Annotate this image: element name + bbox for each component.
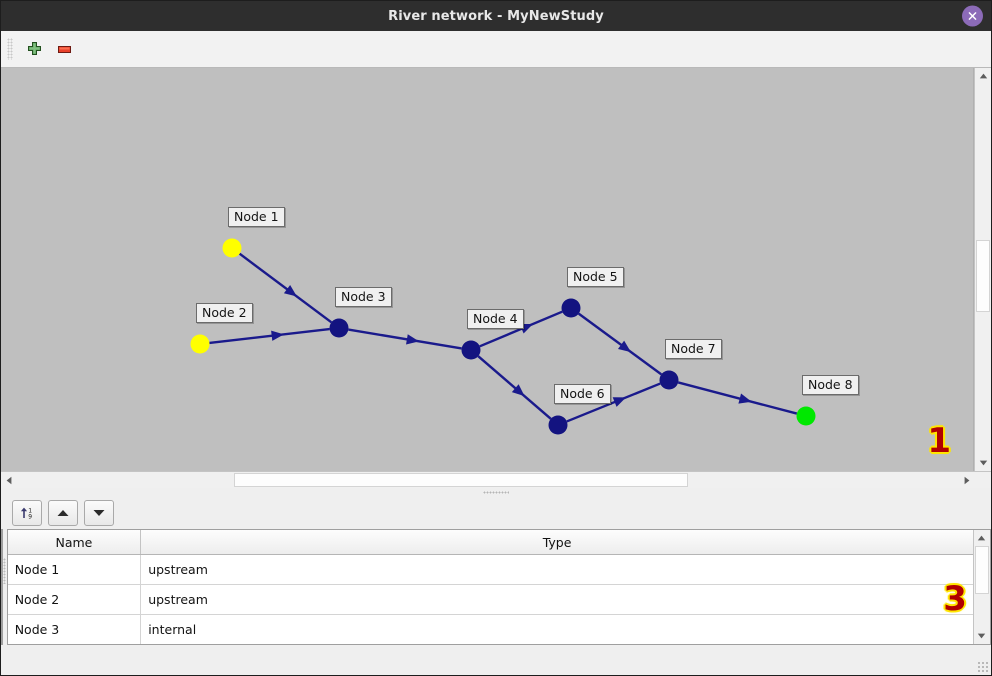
graph-edge-arrow [617,340,631,353]
graph-edge-arrow [612,397,627,407]
triangle-down-icon [93,509,105,516]
graph-edge[interactable] [477,355,552,420]
network-graph-canvas[interactable]: Node 1 Node 2 Node 3 Node 4 Node 5 Node 6 Node… [1,68,974,471]
horizontal-splitter-handle[interactable] [1,496,7,645]
vertical-splitter-handle[interactable] [1,488,991,496]
tables-area: 1 9 NameNode1Node2 [1,496,991,645]
scroll-down-icon[interactable] [975,455,991,471]
graph-node-node-8[interactable] [796,406,816,426]
graph-edge[interactable] [566,382,661,423]
graph-node-node-5[interactable] [561,298,581,318]
toolbar-drag-handle[interactable] [7,38,13,60]
graph-node-label-node-7[interactable]: Node 7 [665,339,722,360]
nodes-vscroll-thumb[interactable] [974,546,989,594]
graph-node-node-1[interactable] [222,238,242,258]
graph-hscroll-thumb[interactable] [233,473,688,487]
nodes-column-header[interactable]: Name [7,530,142,555]
nodes-toolbar: 1 9 [6,496,991,529]
scroll-up-icon[interactable] [975,68,991,84]
scroll-right-icon[interactable] [959,472,975,488]
graph-node-node-3[interactable] [329,318,349,338]
nodes-scroll-up-icon[interactable] [973,530,990,546]
minus-icon [57,45,71,53]
close-icon[interactable] [962,5,983,27]
graph-node-node-4[interactable] [461,340,481,360]
graph-view-area: Node 1 Node 2 Node 3 Node 4 Node 5 Node 6 Node… [1,68,991,471]
graph-edge[interactable] [348,328,462,350]
nodes-vscroll-track[interactable] [973,546,990,628]
window-resize-grip[interactable] [977,661,988,672]
table-cell[interactable]: internal [140,614,973,644]
graph-node-label-node-6[interactable]: Node 6 [554,384,611,405]
pane-splitter-grip-dots [2,557,6,584]
svg-text:1: 1 [28,507,32,514]
reaches-vertical-scrollbar[interactable] [2,530,3,644]
graph-edge-arrow [511,384,525,397]
remove-element-button[interactable] [49,35,79,63]
svg-text:9: 9 [28,513,32,520]
network-graph-svg [190,238,816,435]
graph-node-node-7[interactable] [659,370,679,390]
graph-node-node-6[interactable] [548,415,568,435]
annotation-marker-1: 1 [927,421,951,461]
table-cell[interactable]: upstream [140,554,973,585]
nodes-sort-button[interactable]: 1 9 [11,499,42,526]
scrollbar-corner [975,472,991,488]
table-cell[interactable]: Node 1 [7,554,142,585]
nodes-move-down-button[interactable] [83,499,114,526]
main-toolbar [1,31,991,68]
graph-node-label-node-3[interactable]: Node 3 [335,287,392,308]
add-element-button[interactable] [19,35,49,63]
triangle-up-icon [57,509,69,516]
graph-node-label-node-8[interactable]: Node 8 [802,375,859,396]
graph-vscroll-track[interactable] [975,84,991,455]
splitter-grip-dots [483,490,509,494]
sort-ascending-icon: 1 9 [20,507,32,520]
table-cell[interactable]: Node 2 [7,584,142,615]
graph-edge[interactable] [209,327,330,345]
graph-edge[interactable] [238,252,333,324]
graph-node-label-node-2[interactable]: Node 2 [196,303,253,324]
scroll-left-icon[interactable] [1,472,17,488]
graph-edge-arrow [271,330,284,341]
graph-edge-arrow [406,334,420,345]
graph-vscroll-thumb[interactable] [976,239,990,313]
status-bar [1,645,991,675]
graph-node-label-node-5[interactable]: Node 5 [567,267,624,288]
nodes-move-up-button[interactable] [47,499,78,526]
graph-edge[interactable] [677,381,798,415]
nodes-vertical-scrollbar[interactable] [972,530,990,644]
table-cell[interactable]: upstream [140,584,973,615]
graph-vertical-scrollbar[interactable] [974,68,991,471]
nodes-scroll-down-icon[interactable] [973,628,990,644]
graph-node-label-node-1[interactable]: Node 1 [228,207,285,228]
graph-edge-arrow [738,393,752,404]
graph-horizontal-scrollbar[interactable] [1,471,991,488]
window-title: River network - MyNewStudy [388,8,604,24]
title-bar: River network - MyNewStudy [1,1,991,31]
graph-edge-arrow [283,284,297,297]
graph-hscroll-track[interactable] [17,472,959,488]
graph-node-node-2[interactable] [190,334,210,354]
graph-node-label-node-4[interactable]: Node 4 [467,309,524,330]
graph-edge[interactable] [577,312,663,376]
plus-icon [27,41,41,55]
table-cell[interactable]: Node 3 [7,614,142,644]
nodes-column-header[interactable]: Type [140,530,973,555]
